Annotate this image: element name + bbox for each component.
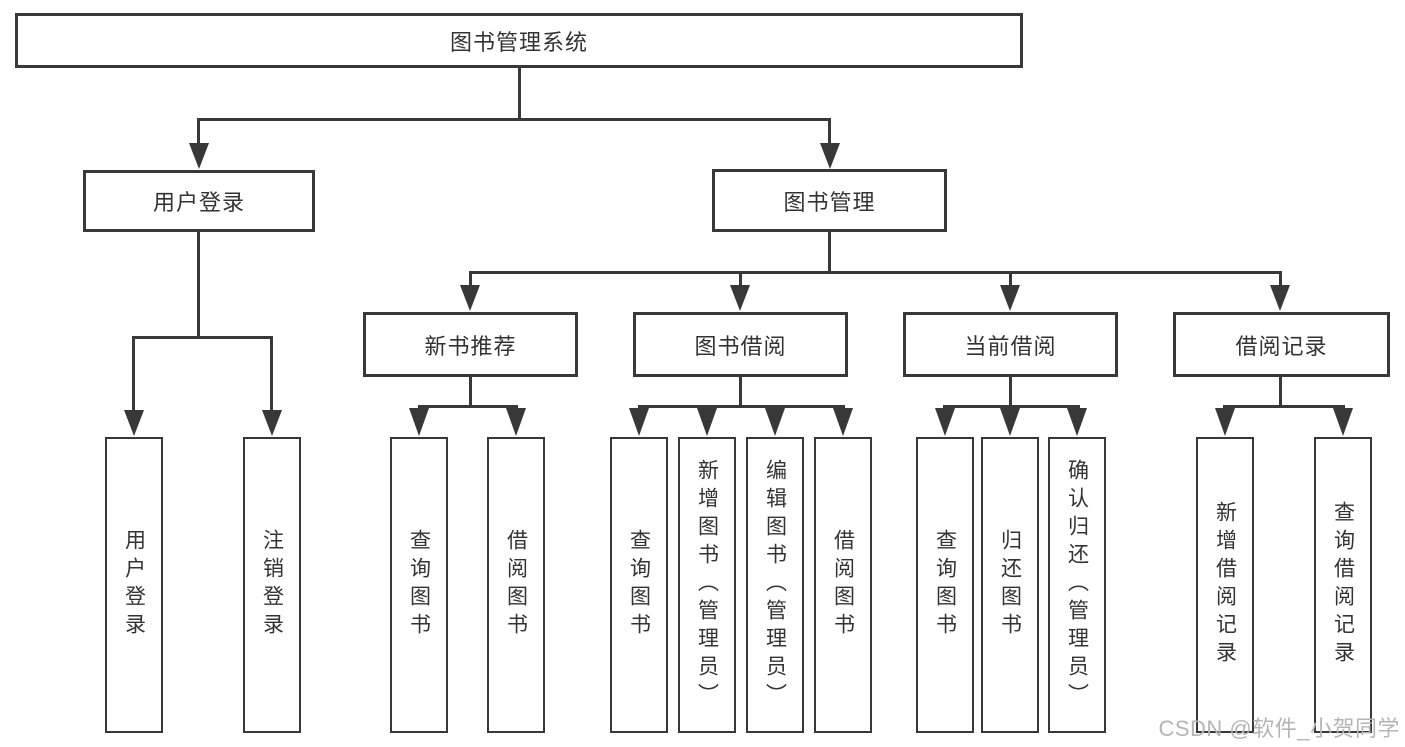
connector-cb-stem	[1009, 375, 1012, 408]
node-user-login: 用户登录	[83, 170, 315, 232]
connector-bb-splitter	[638, 405, 845, 408]
arrow-down-icon	[820, 143, 840, 169]
arrow-down-icon	[935, 408, 955, 436]
leaf-cb-return-books: 归还图书	[981, 437, 1039, 733]
leaf-nb-query-books: 查询图书	[390, 437, 448, 733]
leaf-logout: 注销登录	[243, 437, 301, 733]
connector-br-stem	[1279, 375, 1282, 408]
node-book-borrow: 图书借阅	[633, 312, 848, 377]
arrow-down-icon	[730, 285, 750, 311]
leaf-bb-query-books: 查询图书	[610, 437, 668, 733]
connector-br-splitter	[1223, 405, 1345, 408]
csdn-watermark: CSDN @软件_小贺同学	[1158, 716, 1400, 741]
connector-stub-current-borrow	[1009, 271, 1012, 287]
leaf-bb-add-books-admin: 新增图书（管理员）	[678, 437, 736, 733]
leaf-cb-query-books: 查询图书	[916, 437, 974, 733]
leaf-cb-confirm-return-admin: 确认归还（管理员）	[1048, 437, 1106, 733]
connector-mgmt-stem	[828, 230, 831, 274]
connector-root-stem	[518, 66, 521, 119]
arrow-down-icon	[124, 410, 144, 436]
connector-stub-new-book-rec	[469, 271, 472, 287]
connector-login-splitter	[132, 336, 273, 339]
leaf-bb-borrow-books: 借阅图书	[814, 437, 872, 733]
arrow-down-icon	[1067, 408, 1087, 436]
connector-cb-splitter	[943, 405, 1080, 408]
arrow-down-icon	[1270, 285, 1290, 311]
connector-stub-logout-leaf	[270, 336, 273, 412]
connector-stub-book-management	[828, 118, 831, 145]
arrow-down-icon	[460, 285, 480, 311]
arrow-down-icon	[506, 408, 526, 436]
leaf-user-login: 用户登录	[105, 437, 163, 733]
connector-stub-login-leaf	[132, 336, 135, 412]
connector-login-stem	[197, 230, 200, 338]
connector-stub-borrow-records	[1279, 271, 1282, 287]
connector-root-splitter	[197, 118, 831, 121]
arrow-down-icon	[1215, 408, 1235, 436]
node-current-borrow: 当前借阅	[903, 312, 1118, 377]
node-new-book-recommend: 新书推荐	[363, 312, 578, 377]
arrow-down-icon	[1000, 285, 1020, 311]
leaf-bb-edit-books-admin: 编辑图书（管理员）	[746, 437, 804, 733]
connector-stub-user-login	[197, 118, 200, 145]
leaf-nb-borrow-books: 借阅图书	[487, 437, 545, 733]
leaf-br-add-record: 新增借阅记录	[1196, 437, 1254, 733]
connector-nb-stem	[469, 375, 472, 408]
leaf-br-query-record: 查询借阅记录	[1314, 437, 1372, 733]
arrow-down-icon	[629, 408, 649, 436]
arrow-down-icon	[409, 408, 429, 436]
connector-mgmt-splitter	[469, 271, 1282, 274]
arrow-down-icon	[765, 408, 785, 436]
node-book-management: 图书管理	[712, 169, 947, 232]
arrow-down-icon	[1333, 408, 1353, 436]
arrow-down-icon	[262, 410, 282, 436]
arrow-down-icon	[1000, 408, 1020, 436]
arrow-down-icon	[189, 143, 209, 169]
arrow-down-icon	[833, 408, 853, 436]
arrow-down-icon	[697, 408, 717, 436]
node-root: 图书管理系统	[15, 13, 1023, 68]
connector-nb-splitter	[418, 405, 518, 408]
connector-bb-stem	[739, 375, 742, 408]
connector-stub-book-borrow	[739, 271, 742, 287]
node-borrow-records: 借阅记录	[1173, 312, 1390, 377]
